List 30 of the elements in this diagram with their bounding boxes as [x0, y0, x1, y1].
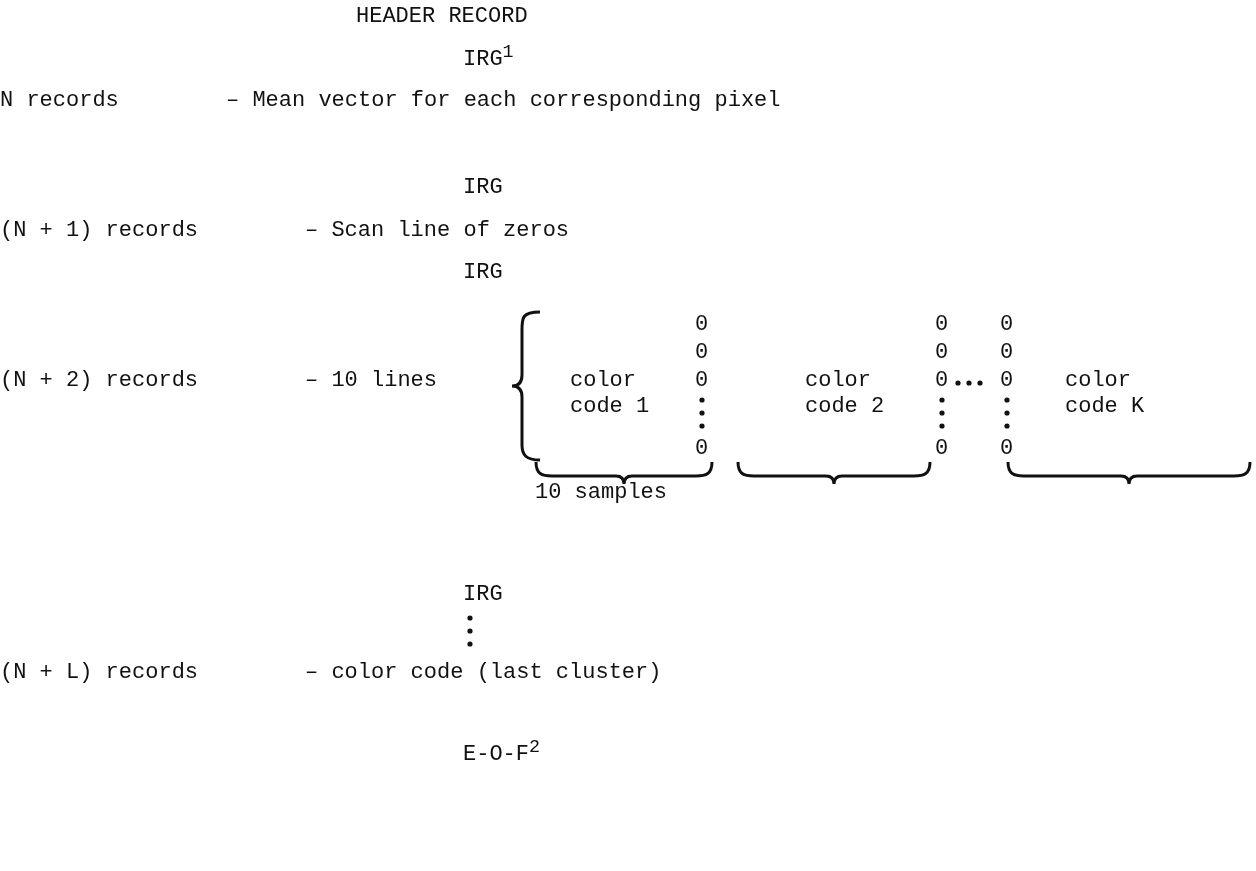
record-label: N records: [0, 88, 119, 114]
gap-label: IRG: [463, 260, 503, 286]
gap-label: IRG: [463, 175, 503, 201]
record-label: (N + 2) records: [0, 368, 199, 394]
record-description: – color code (last cluster): [305, 660, 662, 686]
heading: HEADER RECORD: [356, 4, 528, 30]
record-label: (N + L) records: [0, 660, 199, 686]
gap-label: IRG: [463, 582, 503, 608]
zero-digit: 0: [935, 340, 949, 366]
color-code-text: color code K: [1065, 368, 1145, 420]
zero-digit: 0: [1000, 368, 1014, 394]
record-description: – 10 lines: [305, 368, 438, 394]
zero-digit: 0: [695, 368, 709, 394]
color-code-text: color code 1: [570, 368, 650, 420]
zero-digit: 0: [1000, 340, 1014, 366]
gap-label: IRG$^{1}$: [463, 41, 514, 74]
zero-digit: 0: [935, 368, 949, 394]
record-description: – Scan line of zeros: [305, 218, 570, 244]
annotation-text: 10 samples: [535, 480, 668, 506]
zero-digit: 0: [935, 312, 949, 338]
zero-digit: 0: [695, 312, 709, 338]
record-description: – Mean vector for each corresponding pixel: [226, 88, 781, 114]
record-label: (N + 1) records: [0, 218, 199, 244]
zero-digit: 0: [935, 436, 949, 462]
color-code-text: color code 2: [805, 368, 885, 420]
zero-digit: 0: [695, 436, 709, 462]
zero-digit: 0: [1000, 436, 1014, 462]
gap-label: E-O-F$^{2}$: [463, 736, 540, 769]
zero-digit: 0: [695, 340, 709, 366]
zero-digit: 0: [1000, 312, 1014, 338]
